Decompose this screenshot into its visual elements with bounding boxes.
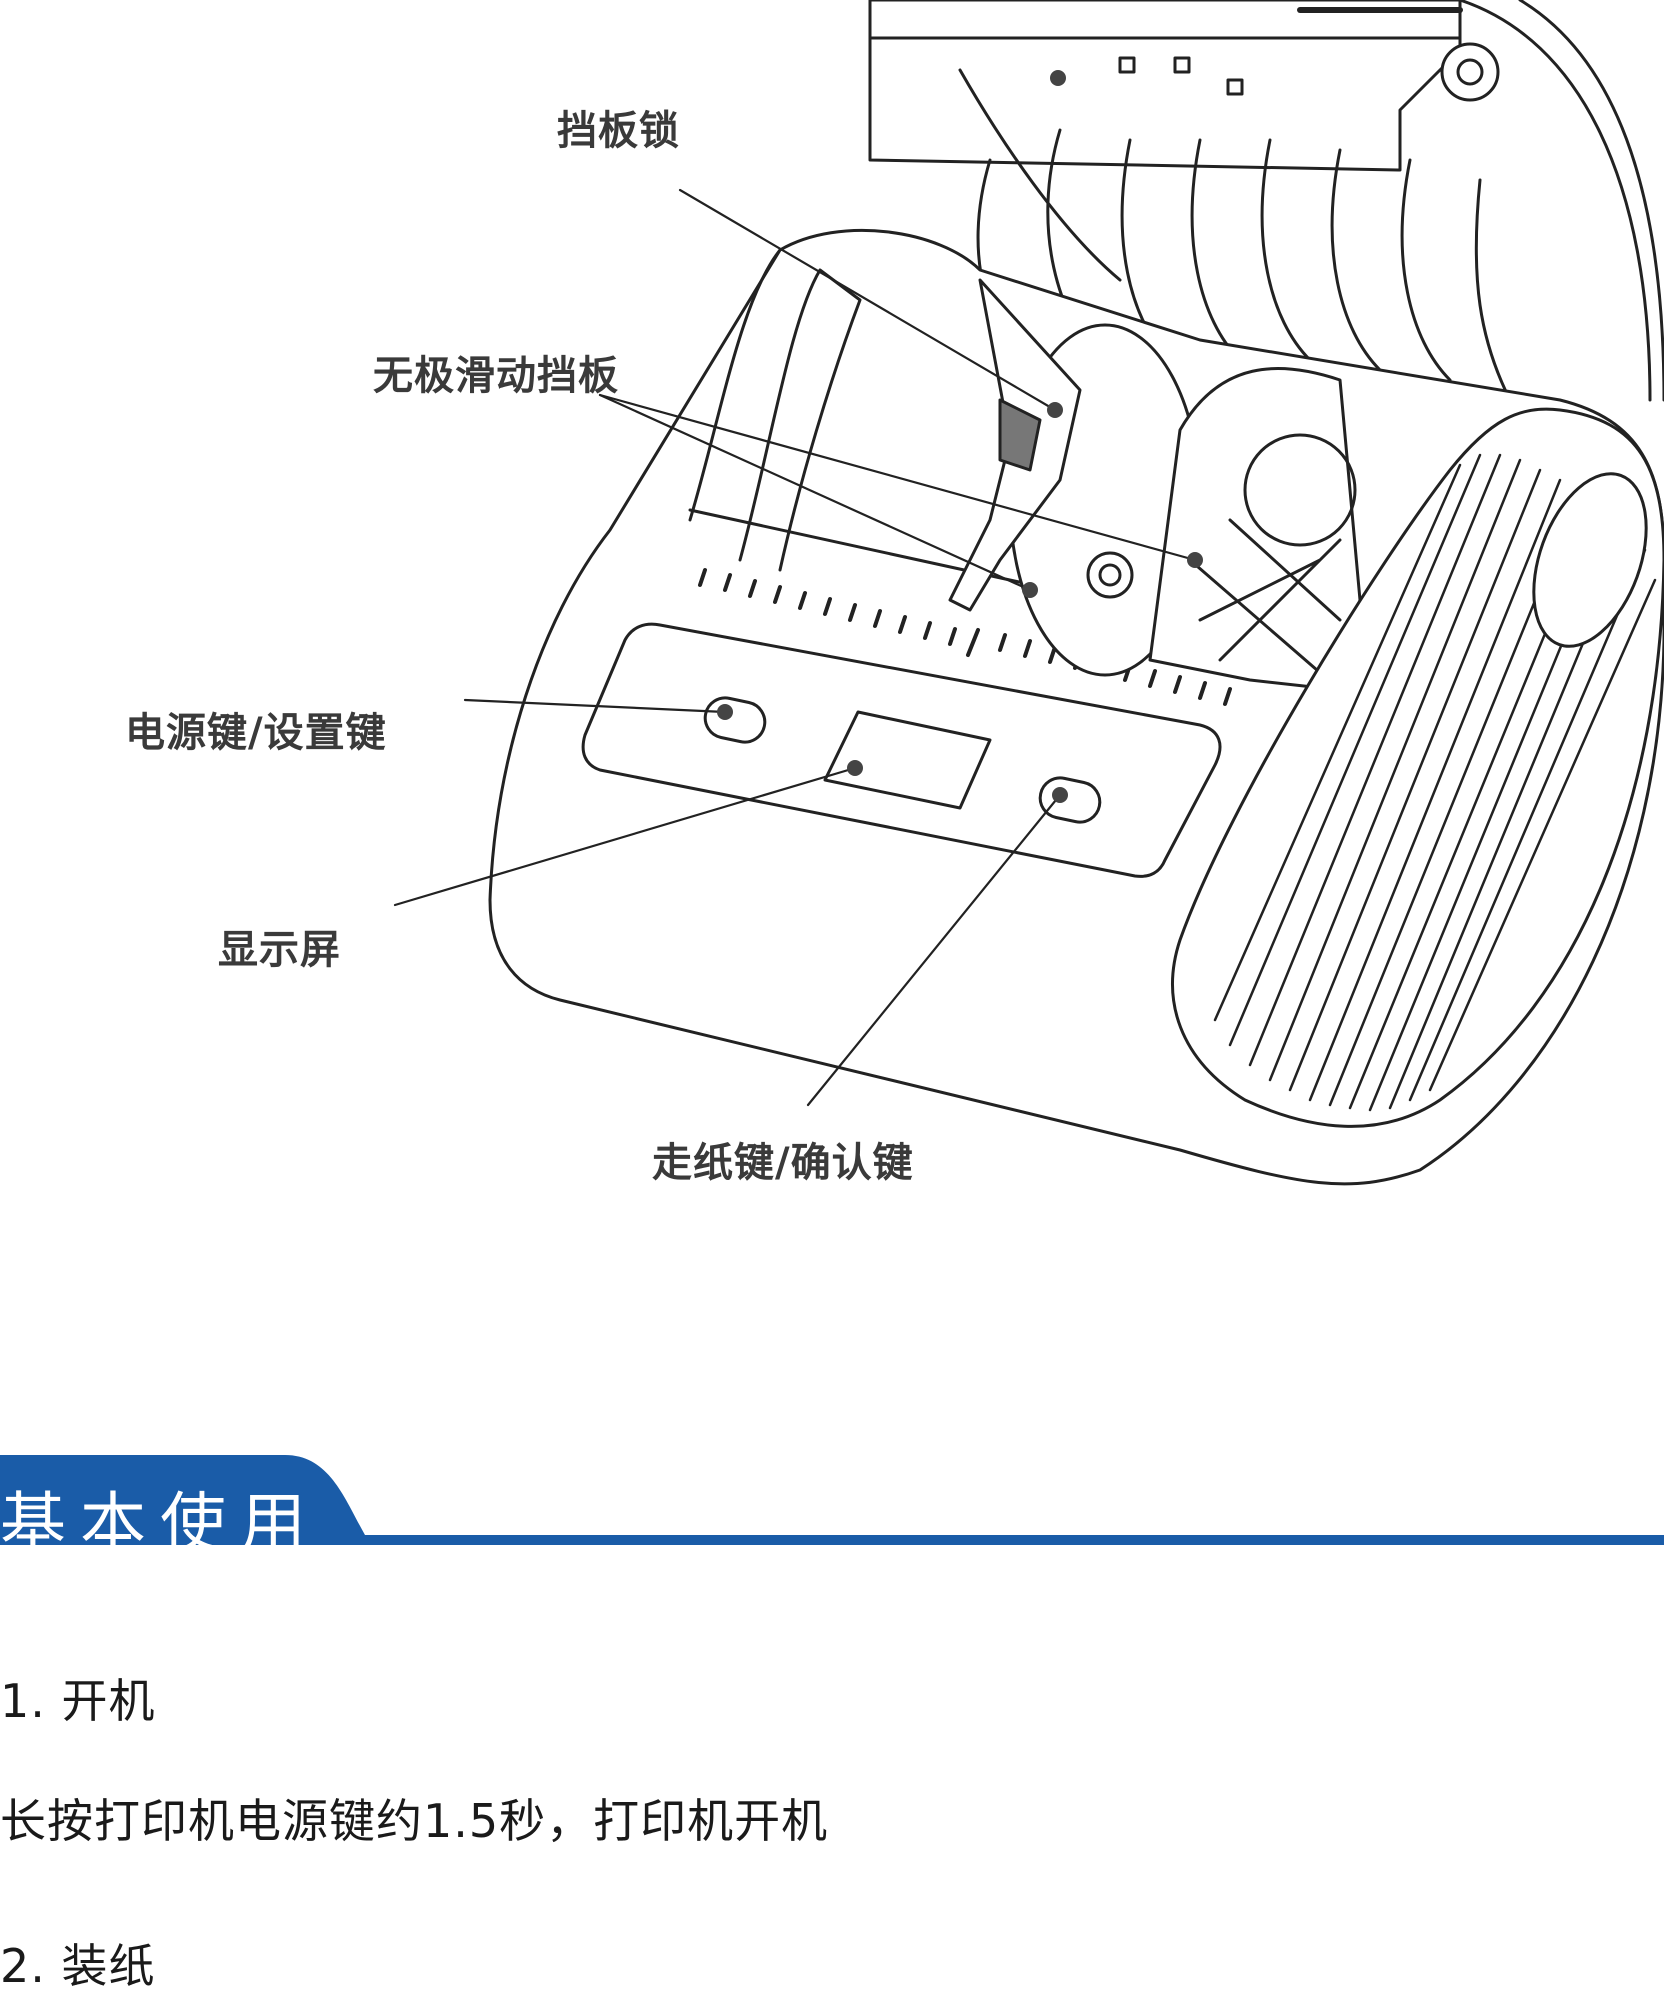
section-title: 基本使用 <box>0 1485 320 1562</box>
step-2-heading: 2. 装纸 <box>0 1939 156 1993</box>
step-1-text: 长按打印机电源键约1.5秒，打印机开机 <box>0 1794 829 1848</box>
display-screen <box>823 710 992 810</box>
printer-diagram <box>393 0 1664 1186</box>
label-power-setting-key: 电源键/设置键 <box>125 710 387 756</box>
printer-body <box>488 228 1664 1186</box>
label-display-screen: 显示屏 <box>218 927 341 973</box>
label-feed-confirm-key: 走纸键/确认键 <box>652 1140 914 1186</box>
leader-lines <box>393 188 1197 1107</box>
step-1-heading: 1. 开机 <box>0 1674 156 1728</box>
label-baffle-lock: 挡板锁 <box>557 108 680 154</box>
label-stepless-slide-baffle: 无极滑动挡板 <box>373 353 619 399</box>
printer-lid <box>868 0 1664 402</box>
section-header <box>0 1455 1664 1545</box>
